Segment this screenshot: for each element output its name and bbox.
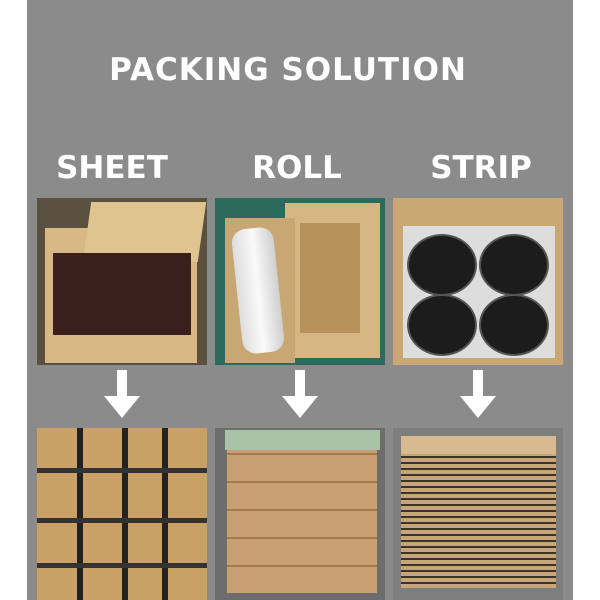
strip-product-photo bbox=[393, 198, 563, 365]
down-arrow-icon bbox=[37, 370, 207, 422]
down-arrow-icon bbox=[215, 370, 385, 422]
label-sheet: SHEET bbox=[56, 150, 168, 186]
strip-pallet-photo bbox=[393, 428, 563, 600]
label-strip: STRIP bbox=[430, 150, 532, 186]
page-title: PACKING SOLUTION bbox=[109, 52, 467, 88]
down-arrow-icon bbox=[393, 370, 563, 422]
sheet-pallet-photo bbox=[37, 428, 207, 600]
roll-pallet-photo bbox=[215, 428, 385, 600]
roll-product-photo bbox=[215, 198, 385, 365]
label-roll: ROLL bbox=[252, 150, 342, 186]
sheet-product-photo bbox=[37, 198, 207, 365]
